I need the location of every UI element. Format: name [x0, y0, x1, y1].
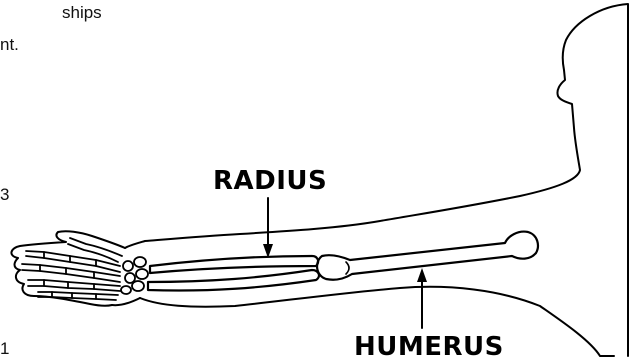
humerus-pointer-arrow: [417, 268, 427, 328]
body-silhouette: [125, 4, 628, 356]
humerus-label: HUMERUS: [354, 334, 504, 360]
radius-pointer-arrow: [263, 198, 273, 258]
radius-bone: [150, 256, 318, 273]
wrist-bones: [121, 257, 148, 294]
finger-bones: [22, 238, 122, 300]
radius-label: RADIUS: [213, 168, 327, 194]
forearm-outline: [112, 298, 140, 305]
ulna-bone: [148, 270, 319, 291]
humerus-bone: [317, 232, 538, 280]
